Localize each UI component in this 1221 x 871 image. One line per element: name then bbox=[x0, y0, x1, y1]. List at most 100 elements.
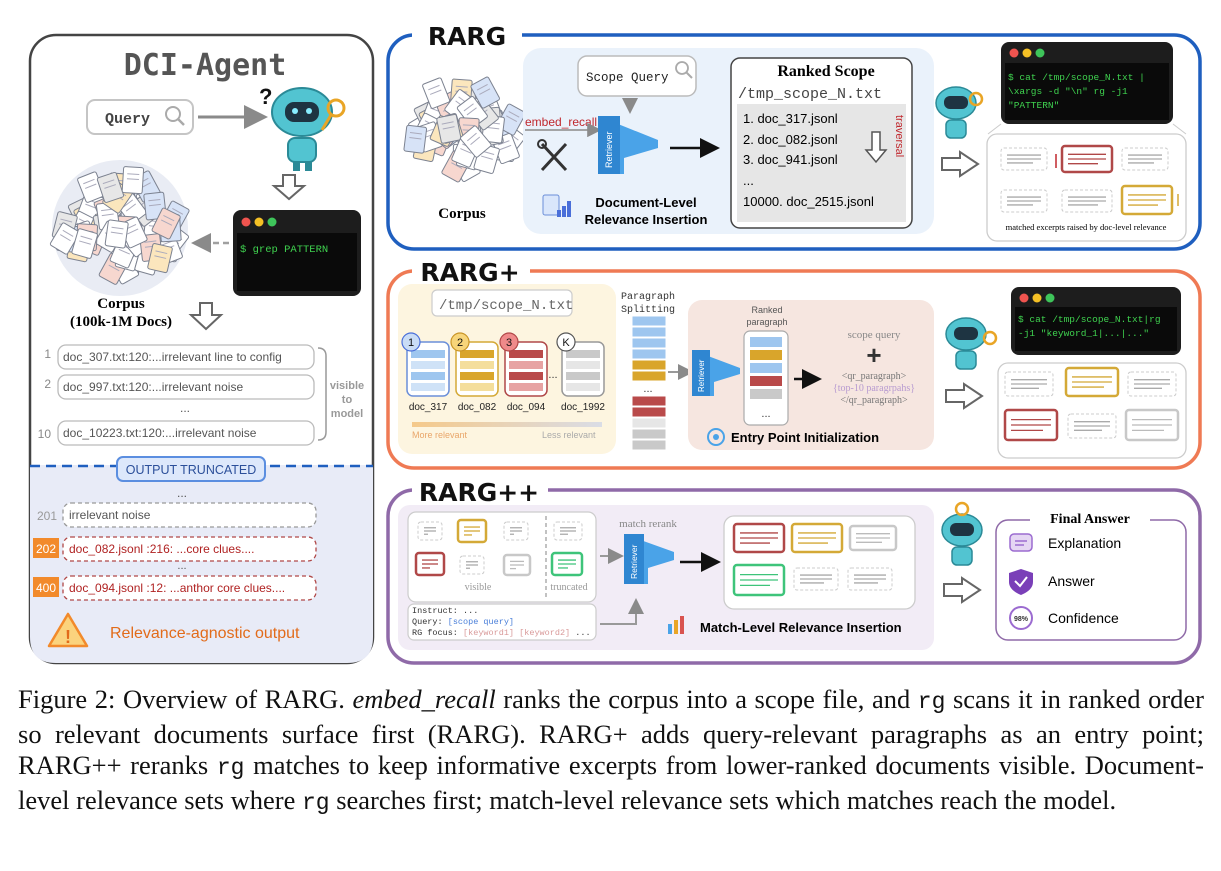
svg-text:!: ! bbox=[65, 627, 71, 647]
scope-query-label: scope query bbox=[848, 329, 901, 341]
hidden-num-201: 201 bbox=[37, 509, 57, 523]
excerpt-card bbox=[1064, 366, 1120, 398]
paragraph-block bbox=[631, 428, 667, 440]
doc-label: doc_1992 bbox=[561, 402, 605, 413]
corpus-sub-label: (100k-1M Docs) bbox=[70, 314, 172, 330]
rarg-corpus-icon bbox=[403, 76, 526, 183]
scope-document: 1 doc_317 bbox=[401, 332, 450, 413]
rarg-terminal: $ cat /tmp/scope_N.txt | \xargs -d "\n" … bbox=[1001, 42, 1173, 124]
retriever-funnel-icon: Retriever bbox=[624, 534, 674, 584]
hidden-line-201: irrelevant noise bbox=[69, 508, 151, 522]
chart-bars-icon bbox=[668, 616, 684, 634]
excerpt-card bbox=[1000, 147, 1048, 171]
rarg-plus-retriever-label: Retriever bbox=[697, 359, 706, 392]
document-icon bbox=[436, 113, 462, 144]
paragraph-splitting-2: Splitting bbox=[621, 304, 675, 316]
grep-terminal: $ grep PATTERN bbox=[233, 210, 361, 296]
doc-badge: 2 bbox=[457, 337, 463, 349]
rarg-plus-title: RARG+ bbox=[420, 258, 519, 287]
visible-label-3: model bbox=[331, 408, 363, 420]
ranked-paragraph-block bbox=[750, 350, 782, 360]
document-icon bbox=[71, 228, 98, 259]
rarg-pp-panel: RARG++ visible truncated Instruct: ... Q… bbox=[386, 476, 1202, 665]
search-icon bbox=[165, 106, 185, 126]
query-line-label: Query: bbox=[412, 617, 448, 627]
rarg-scope-query: Scope Query bbox=[586, 71, 669, 85]
shield-check-icon bbox=[1009, 569, 1033, 595]
document-icon bbox=[147, 243, 173, 274]
caption-part-4: matches to keep informative excerpts fro… bbox=[18, 750, 1204, 815]
doc-badge: 1 bbox=[408, 337, 414, 349]
ranked-paragraph-block bbox=[750, 337, 782, 347]
ranked-item-3: 3. doc_941.jsonl bbox=[743, 152, 838, 167]
instruct-line: Instruct: ... bbox=[412, 606, 478, 616]
query-label: Query bbox=[105, 111, 150, 128]
confidence-percent: 98% bbox=[1014, 616, 1029, 623]
retriever-funnel-icon: Retriever bbox=[692, 350, 740, 396]
excerpt-card bbox=[848, 524, 898, 552]
caption-part-2: ranks the corpus into a scope file, and bbox=[495, 684, 918, 714]
doc-badge: 3 bbox=[506, 337, 512, 349]
excerpt-card bbox=[1127, 371, 1177, 397]
output-truncated-badge: OUTPUT TRUNCATED bbox=[126, 463, 257, 477]
caption-rg-3: rg bbox=[301, 789, 330, 816]
document-icon bbox=[422, 77, 451, 109]
doc-label: doc_082 bbox=[458, 402, 497, 413]
ranked-paragraph-block bbox=[750, 389, 782, 399]
ranked-paragraph-block bbox=[750, 376, 782, 386]
ranked-item-ellipsis: ... bbox=[743, 173, 754, 188]
rarg-retriever-label: Retriever bbox=[604, 131, 614, 168]
excerpt-card bbox=[732, 522, 786, 554]
robot-icon bbox=[945, 317, 998, 370]
excerpt-card bbox=[1003, 408, 1059, 442]
robot-icon bbox=[941, 501, 983, 566]
document-icon bbox=[151, 207, 181, 240]
excerpt-card bbox=[417, 521, 443, 541]
paragraph-block bbox=[631, 370, 667, 382]
paragraph-block bbox=[631, 417, 667, 429]
document-icon bbox=[49, 222, 80, 255]
excerpt-card bbox=[1067, 413, 1117, 439]
truncated-tag: truncated bbox=[550, 582, 587, 593]
document-icon bbox=[470, 76, 500, 109]
target-icon bbox=[707, 428, 725, 446]
ranked-scope-file: /tmp_scope_N.txt bbox=[738, 86, 882, 103]
excerpt-card bbox=[414, 551, 446, 577]
final-answer-title: Final Answer bbox=[1050, 512, 1130, 527]
entry-point-label: Entry Point Initialization bbox=[731, 430, 879, 445]
chart-bars-icon bbox=[542, 194, 571, 217]
excerpt-card bbox=[790, 522, 844, 554]
document-icon bbox=[96, 171, 125, 203]
chat-bubble-icon bbox=[1009, 533, 1033, 552]
document-icon bbox=[460, 125, 492, 158]
svg-text:?: ? bbox=[259, 84, 272, 109]
query-line: Query: [scope query] bbox=[412, 617, 514, 627]
dci-agent-panel: DCI-Agent Query ? Corpus (100k-1M Docs) bbox=[28, 33, 375, 665]
document-icon bbox=[456, 96, 488, 129]
query-line-value: [scope query] bbox=[448, 617, 514, 627]
doc-label: doc_317 bbox=[409, 402, 448, 413]
paragraph-block bbox=[631, 359, 667, 371]
excerpt-card bbox=[550, 551, 584, 577]
ranked-ellipsis: ... bbox=[761, 408, 770, 420]
excerpt-card bbox=[1000, 189, 1048, 213]
paragraph-splitting-1: Paragraph bbox=[621, 291, 675, 303]
answer-confidence: Confidence bbox=[1048, 610, 1119, 626]
plus-icon: + bbox=[866, 340, 881, 370]
grep-command: $ grep PATTERN bbox=[240, 244, 328, 256]
rarg-title: RARG bbox=[428, 22, 506, 51]
relevance-agnostic-label: Relevance-agnostic output bbox=[110, 625, 300, 642]
visible-label-2: to bbox=[342, 394, 353, 406]
visible-label-1: visible bbox=[330, 380, 364, 392]
result-num-1: 1 bbox=[44, 347, 51, 361]
paragraph-block bbox=[631, 348, 667, 360]
caption-part-1: Figure 2: Overview of RARG. bbox=[18, 684, 353, 714]
confidence-gauge-icon: 98% bbox=[1009, 606, 1033, 630]
excerpt-card bbox=[503, 521, 529, 541]
doc-level-label-1: Document-Level bbox=[595, 195, 696, 210]
result-line-2: doc_997.txt:120:...irrelevant noise bbox=[63, 380, 243, 394]
ranked-paragraph-block bbox=[750, 363, 782, 373]
answer-answer: Answer bbox=[1048, 573, 1095, 589]
excerpt-card bbox=[847, 567, 893, 591]
rarg-plus-terminal-line-1: $ cat /tmp/scope_N.txt|rg bbox=[1018, 314, 1161, 325]
